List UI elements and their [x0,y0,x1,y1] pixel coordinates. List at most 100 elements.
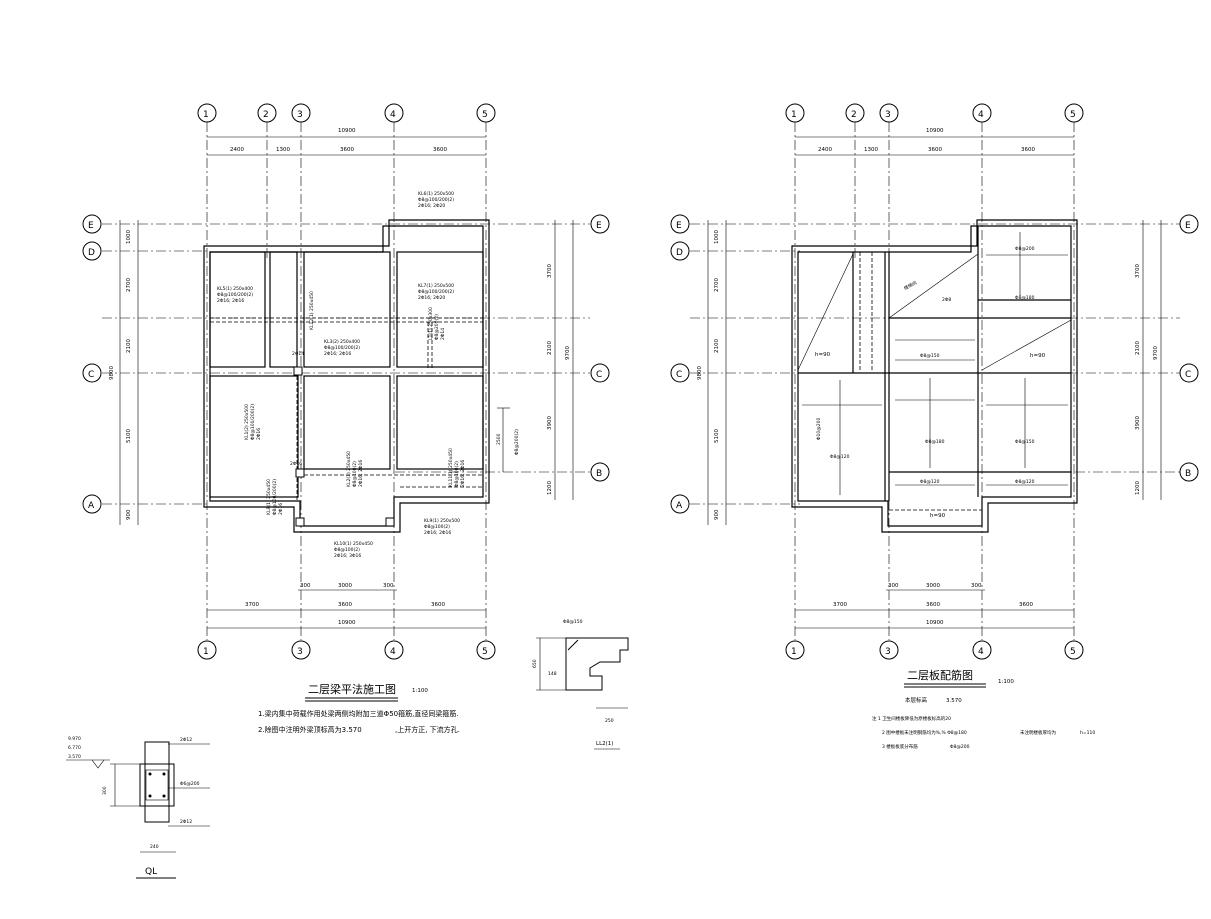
right-note-5: 3 楼板板底分布筋 [882,743,918,750]
slab-label: Φ8@120 [1015,479,1035,485]
dim-left-1: 1000 [126,230,132,244]
section-label: LL2(1) [596,741,613,747]
svg-text:3: 3 [885,647,891,657]
svg-text:3.570: 3.570 [68,754,81,760]
slab-label: Φ10@200 [816,418,822,440]
small-label: 2Φ14 [292,351,304,357]
beam-label: KL12(1) 250x450 [309,291,315,330]
svg-text:Φ8@100(2): Φ8@100(2) [454,461,460,487]
beam-label: KL10(1) 250x450 Φ8@100(2) 2Φ16; 3Φ16 [334,541,373,559]
beam-label: KL3(2) 250x400 Φ8@100/200(2) 2Φ16; 2Φ16 [324,339,360,357]
small-label: Φ8@200(2) [514,429,520,455]
dim-total-top: 10900 [926,128,944,134]
axis-bubble-top: 1 2 3 4 5 [785,103,1084,123]
svg-text:5: 5 [482,647,488,657]
dim-right-3: 3900 [547,416,553,430]
ql-detail: 9.970 6.770 3.570 300 2Φ12 Φ6@200 2Φ12 2… [66,736,210,879]
beam-label: KL2(1) 250x450 Φ8@100(2) 2Φ16; 2Φ16 [346,451,364,487]
svg-text:KL8(1) 250x450: KL8(1) 250x450 [266,479,272,515]
svg-text:L1(1) 250x300: L1(1) 250x300 [428,307,434,340]
svg-text:2: 2 [851,110,857,120]
svg-text:E: E [88,221,94,231]
svg-text:B: B [596,469,602,479]
svg-text:Φ8@100/200(2): Φ8@100/200(2) [272,479,278,515]
svg-text:Φ8@100(2): Φ8@100(2) [424,524,450,530]
svg-text:2Φ16; 2Φ16: 2Φ16; 2Φ16 [358,460,364,487]
left-plan-title: 二层梁平法施工图 [308,682,396,696]
svg-text:2Φ14: 2Φ14 [440,328,446,340]
svg-text:2Φ16; 2Φ16: 2Φ16; 2Φ16 [460,460,466,487]
svg-text:Φ8@100/200(2): Φ8@100/200(2) [324,345,360,351]
svg-text:Φ8@100/200(2): Φ8@100/200(2) [418,289,454,295]
svg-text:Φ8@100/200(2): Φ8@100/200(2) [217,292,253,298]
svg-text:E: E [1185,221,1191,231]
elevation-value: 3.570 [946,698,962,704]
svg-text:C: C [1185,370,1191,380]
dim-top-4: 3600 [1021,147,1035,153]
slab-label: Φ8@120 [830,454,850,460]
dim-left-3: 2100 [714,339,720,353]
dim-left-total: 9800 [697,366,703,380]
dim-top-4: 3600 [433,147,447,153]
room-beam-g [396,375,484,470]
dim-bottom-1: 3700 [833,602,847,608]
dim-left-2: 2700 [126,278,132,292]
svg-text:Φ8@100(2): Φ8@100(2) [334,547,360,553]
dim-right-3: 3900 [1135,416,1141,430]
dim-porch-1: 300 [300,583,311,589]
dim-bottom-3: 3600 [431,602,445,608]
slab-label: h=90 [930,513,946,519]
svg-text:3: 3 [885,110,891,120]
axis-bubble-bottom: 1 3 4 5 [197,640,496,660]
svg-text:148: 148 [548,671,557,677]
svg-text:4: 4 [390,647,396,657]
dim-total-bottom: 10900 [926,620,944,626]
svg-text:240: 240 [150,844,159,850]
dim-total-top: 10900 [338,128,356,134]
svg-text:6.770: 6.770 [68,745,81,751]
right-plan-title: 二层板配筋图 [907,668,973,682]
svg-text:E: E [596,221,602,231]
beam-label: L1(1) 250x300 Φ8@200(2) 2Φ14 [428,307,446,340]
dim-top-2: 1300 [864,147,878,153]
small-label: 2Φ16 [290,461,302,467]
svg-text:KL1(2) 250x500: KL1(2) 250x500 [244,404,250,440]
dim-porch-2: 3000 [338,583,352,589]
dim-bottom-2: 3600 [338,602,352,608]
column [295,517,305,527]
svg-text:300: 300 [102,786,108,795]
svg-text:A: A [88,501,95,511]
inner-wall [797,225,1072,527]
axis-bubble-right: E C B [1179,214,1199,482]
dim-porch-3: 300 [383,583,394,589]
dim-left-4: 5100 [714,429,720,443]
dim-top-3: 3600 [928,147,942,153]
svg-text:KL9(1) 250x500: KL9(1) 250x500 [424,518,460,524]
left-note-2: 2.除图中注明外梁顶标高为3.570 [258,725,362,734]
beam-label: KL6(1) 250x500 Φ8@100/200(2) 2Φ16; 2Φ20 [418,191,454,209]
svg-text:3: 3 [297,647,303,657]
svg-text:C: C [596,370,602,380]
svg-text:Φ8@100/200(2): Φ8@100/200(2) [250,404,256,440]
beam-label: KL7(1) 250x500 Φ8@100/200(2) 2Φ16; 2Φ20 [418,283,454,301]
dim-left-5: 900 [714,509,720,520]
room-beam-c [303,251,391,368]
right-note-3: 未注明楼板厚均为 [1020,729,1056,736]
inner-wall [209,225,484,527]
svg-text:2Φ16; 2Φ20: 2Φ16; 2Φ20 [418,295,445,301]
dim-right-2: 2100 [547,341,553,355]
left-plan: 10900 2400 1300 3600 3600 3700 3600 3600… [82,103,610,734]
svg-text:D: D [676,248,683,258]
svg-text:1: 1 [203,647,209,657]
svg-text:2Φ16: 2Φ16 [278,503,284,515]
svg-text:1: 1 [203,110,209,120]
right-note-4: h=110 [1080,730,1095,736]
svg-text:KL3(2) 250x400: KL3(2) 250x400 [324,339,360,345]
svg-text:Φ6@200: Φ6@200 [180,781,200,787]
axis-bubble-top: 1 2 3 4 5 [197,103,496,123]
svg-text:C: C [676,370,682,380]
dim-top-3: 3600 [340,147,354,153]
dim-total-bottom: 10900 [338,620,356,626]
svg-text:3: 3 [297,110,303,120]
